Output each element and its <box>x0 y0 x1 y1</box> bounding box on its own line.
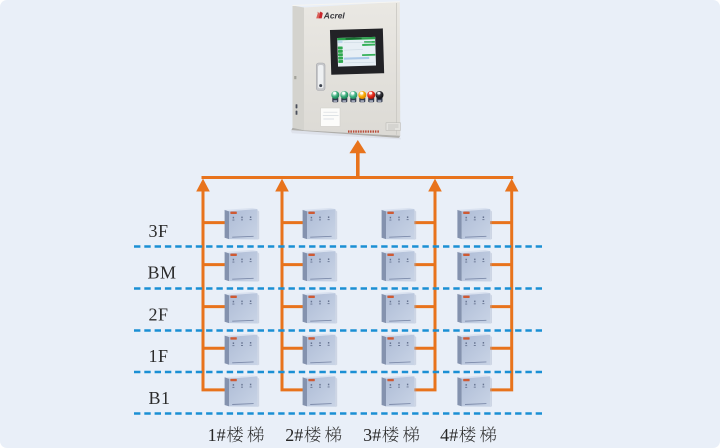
svg-text:3#: 3# <box>363 425 381 445</box>
svg-text:3F: 3F <box>149 221 169 241</box>
svg-text:2F: 2F <box>149 305 169 325</box>
svg-text:B1: B1 <box>149 388 171 408</box>
svg-text:1F: 1F <box>149 346 169 366</box>
svg-text:1#: 1# <box>208 425 226 445</box>
svg-text:BM: BM <box>148 263 177 283</box>
svg-text:2#: 2# <box>285 425 303 445</box>
svg-text:Acrel: Acrel <box>323 10 346 20</box>
svg-text:4#: 4# <box>440 425 458 445</box>
